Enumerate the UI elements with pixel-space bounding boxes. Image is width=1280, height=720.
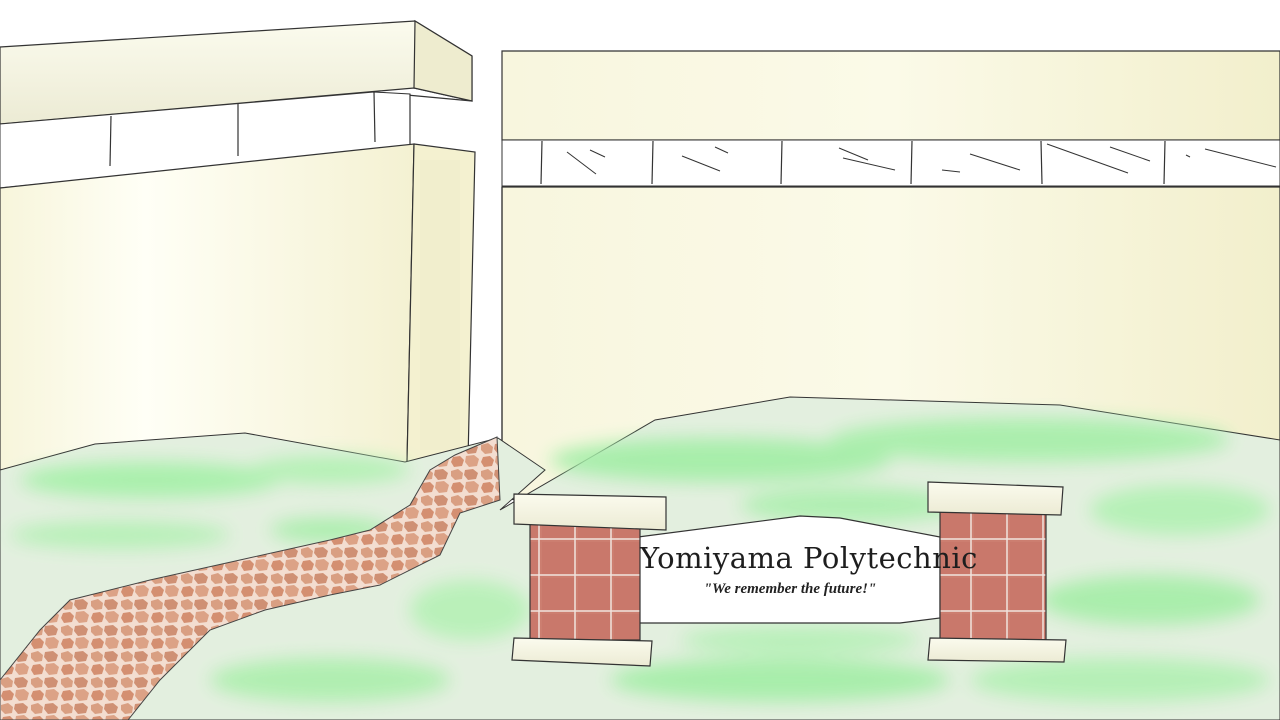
left-brick-pillar xyxy=(511,493,667,667)
left-building xyxy=(0,19,476,471)
stone-path xyxy=(0,436,501,720)
sign-title: Yomiyama Polytechnic xyxy=(640,541,978,575)
right-brick-pillar xyxy=(927,481,1067,663)
sign-motto: "We remember the future!" xyxy=(703,581,877,597)
